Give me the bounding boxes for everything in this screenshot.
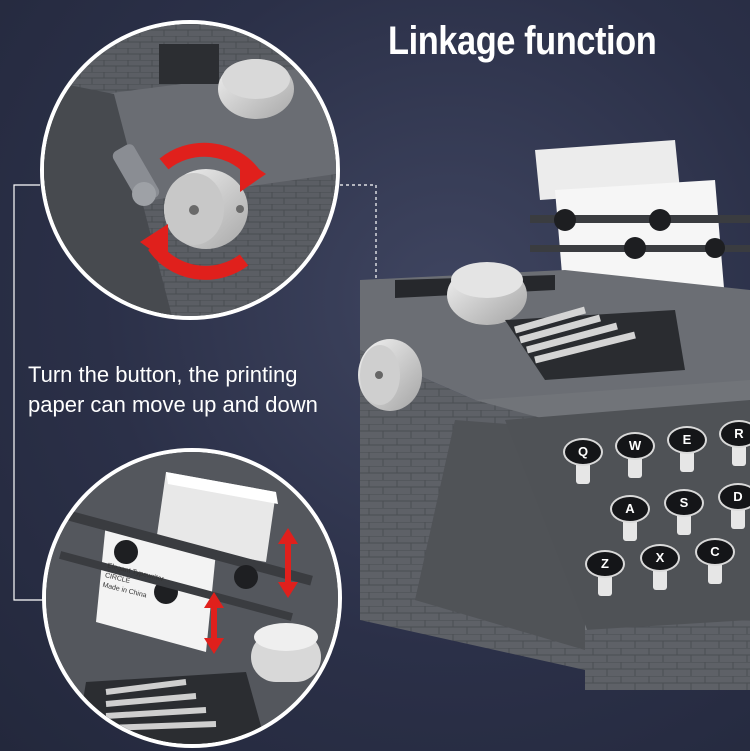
paper-detail-illustration	[46, 452, 338, 744]
caption-line-1: Turn the button, the printing	[28, 362, 298, 387]
page-title: Linkage function	[388, 19, 657, 63]
key-r: R	[719, 420, 750, 466]
key-e: E	[667, 426, 707, 472]
key-w: W	[615, 432, 655, 478]
key-d: D	[718, 483, 750, 529]
key-s: S	[664, 489, 704, 535]
knob-detail-illustration	[44, 24, 336, 316]
caption-line-2: paper can move up and down	[28, 392, 318, 417]
key-z: Z	[585, 550, 625, 596]
key-a: A	[610, 495, 650, 541]
caption-text: Turn the button, the printing paper can …	[28, 360, 348, 420]
key-x: X	[640, 544, 680, 590]
zoom-circle-paper: Elegant Typewriter CIRCLE Made in China	[42, 448, 342, 748]
key-c: C	[695, 538, 735, 584]
zoom-circle-knob	[40, 20, 340, 320]
typewriter-illustration	[358, 140, 750, 690]
key-q: Q	[563, 438, 603, 484]
